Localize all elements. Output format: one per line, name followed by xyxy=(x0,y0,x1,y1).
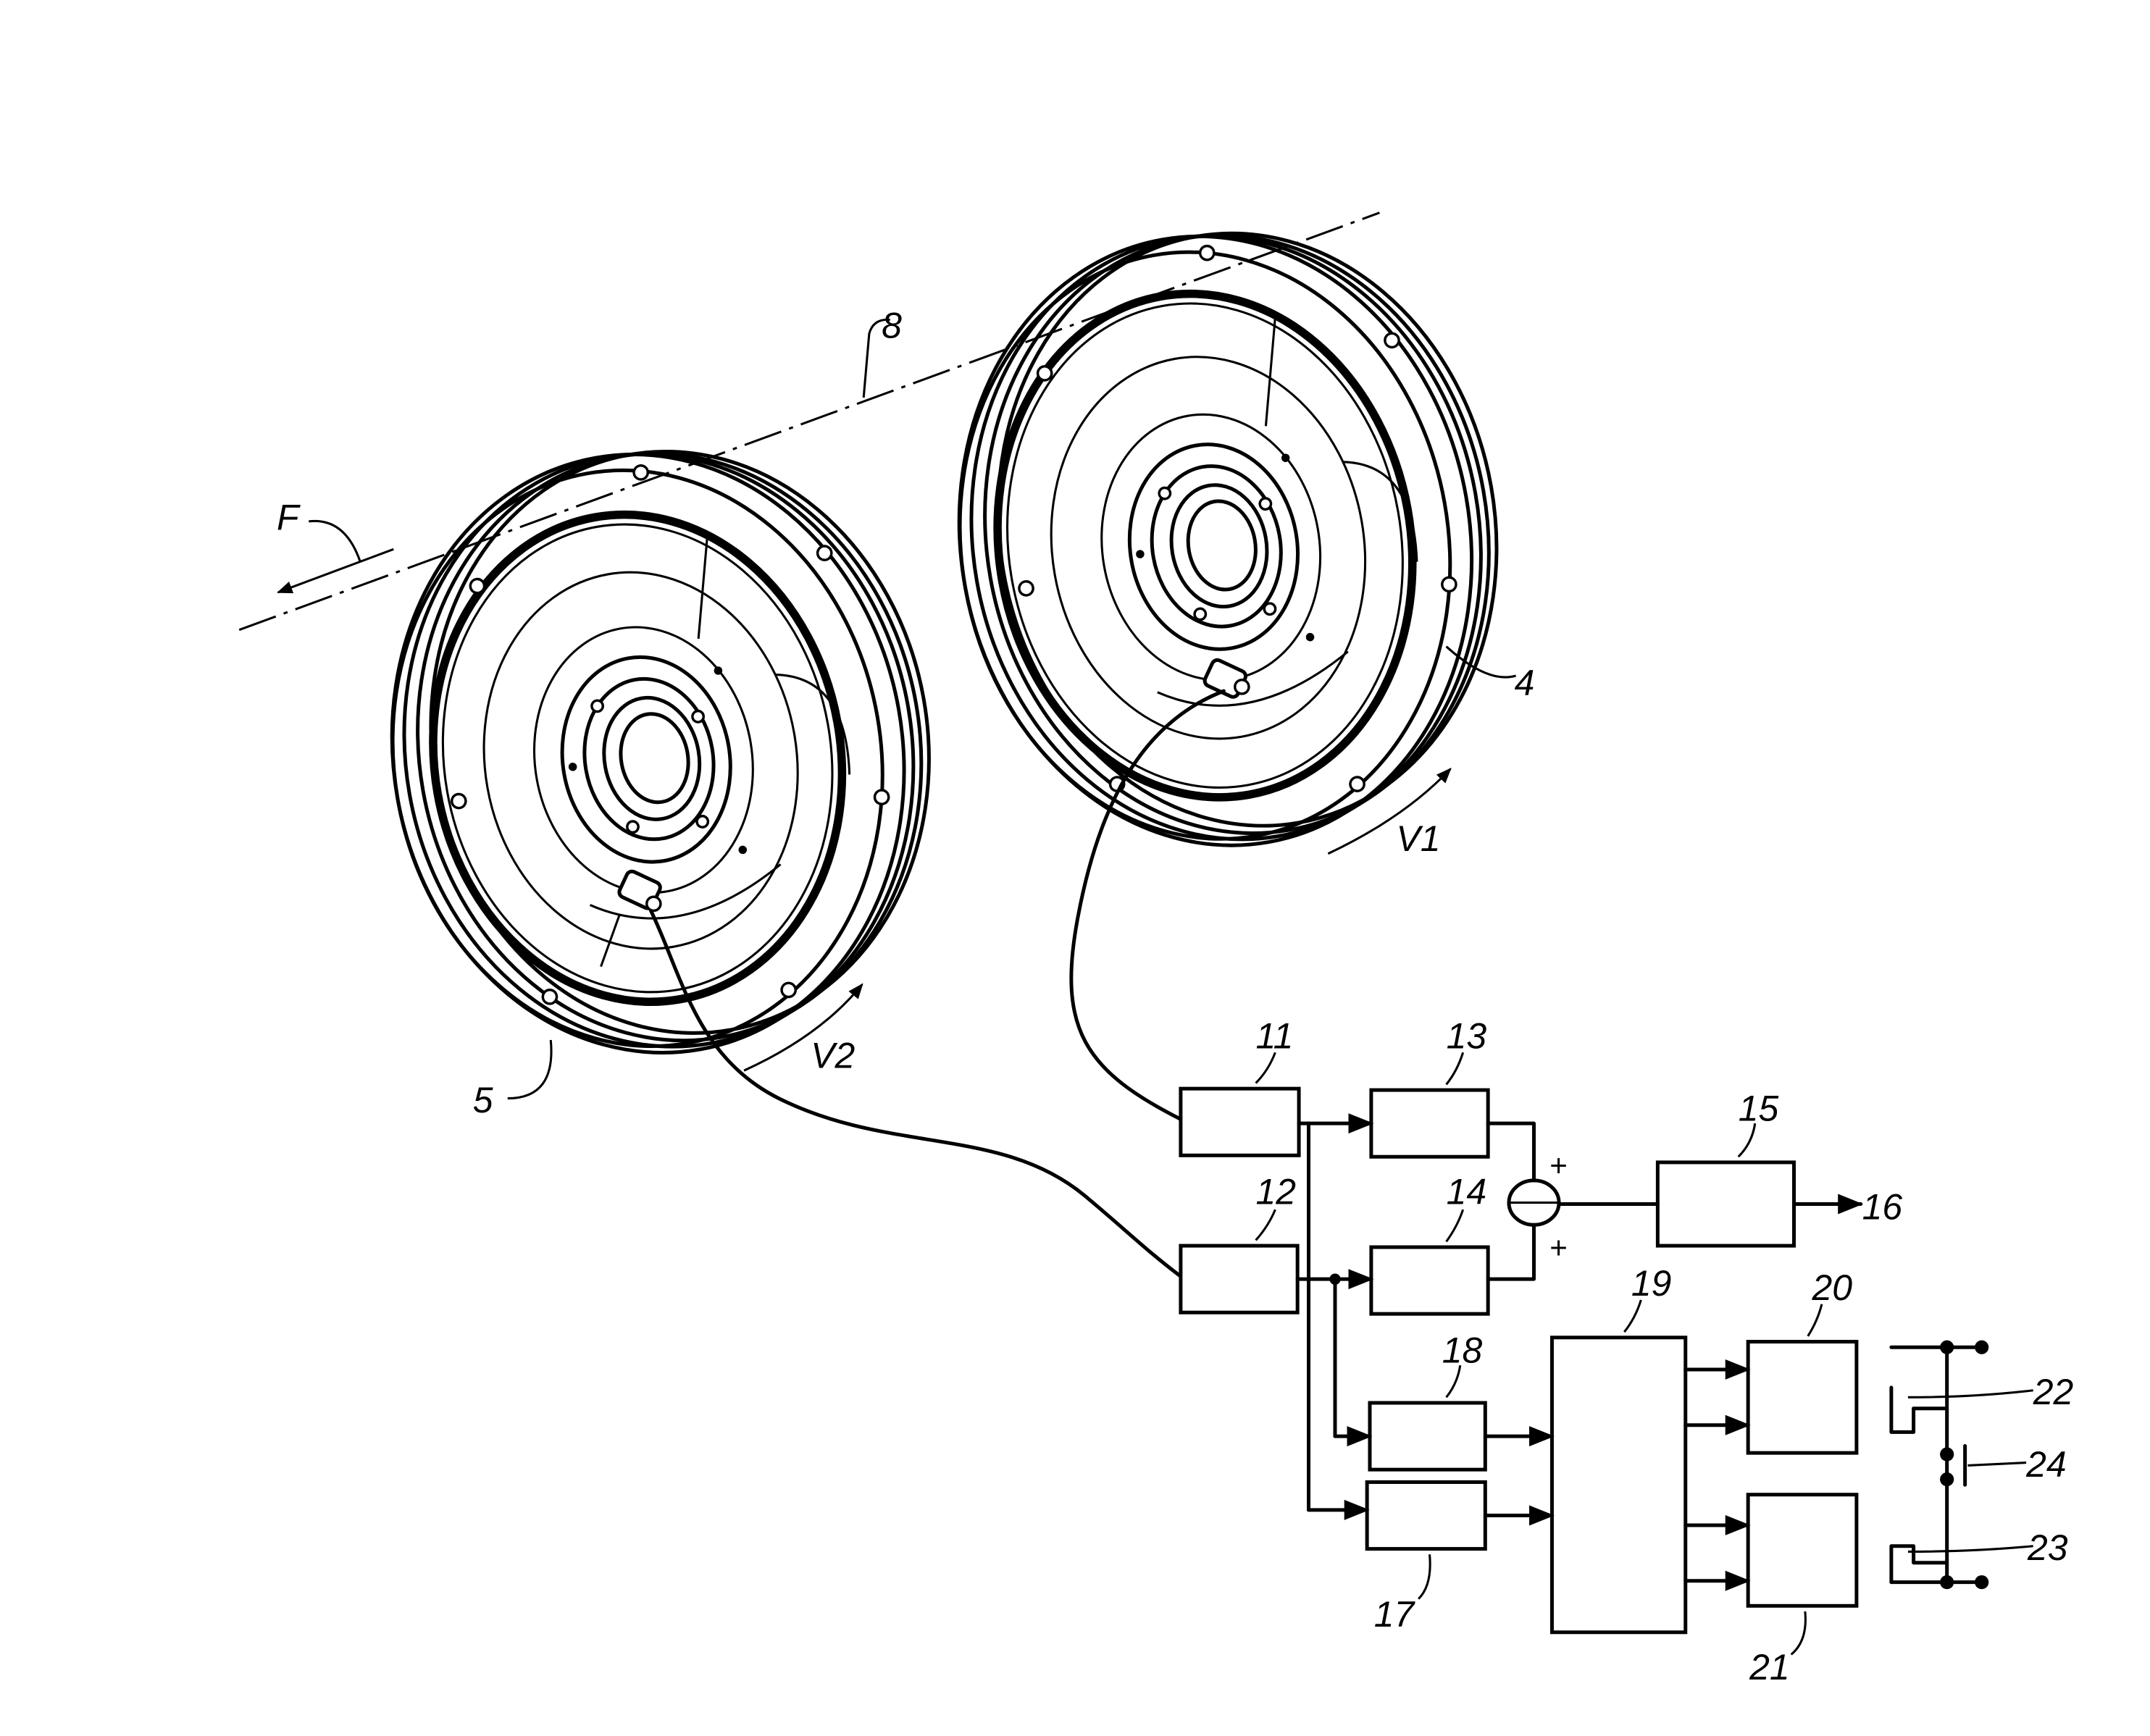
cable-right-to-11 xyxy=(1071,691,1224,1119)
direction-leader xyxy=(309,521,360,561)
label-block-13: 13 xyxy=(1447,1015,1487,1056)
block-11 xyxy=(1181,1089,1299,1155)
label-output-16: 16 xyxy=(1862,1187,1903,1228)
block-19 xyxy=(1552,1338,1685,1632)
label-speed-v2: V2 xyxy=(811,1035,855,1075)
sensor-right xyxy=(1203,658,1249,699)
block-14 xyxy=(1371,1247,1488,1314)
block-15 xyxy=(1657,1162,1794,1246)
label-block-15: 15 xyxy=(1739,1088,1779,1128)
leader-5 xyxy=(508,1040,551,1099)
label-switch-22: 22 xyxy=(2033,1372,2074,1412)
direction-arrow-f xyxy=(278,549,393,592)
label-block-12: 12 xyxy=(1256,1171,1297,1212)
block-17 xyxy=(1367,1482,1485,1548)
label-wheel-5: 5 xyxy=(473,1080,493,1120)
sensor-left xyxy=(617,870,661,911)
block-13 xyxy=(1371,1090,1488,1157)
label-point-24: 24 xyxy=(2025,1444,2067,1485)
cable-left-to-12 xyxy=(651,910,1180,1276)
label-block-18: 18 xyxy=(1442,1330,1483,1370)
wheel-left xyxy=(346,409,977,1094)
label-block-19: 19 xyxy=(1631,1263,1672,1304)
label-block-21: 21 xyxy=(1749,1647,1790,1687)
block-21 xyxy=(1748,1495,1857,1606)
switch-network xyxy=(1891,1341,2033,1590)
label-speed-v1: V1 xyxy=(1396,818,1440,859)
label-block-11: 11 xyxy=(1256,1015,1294,1056)
label-wheel-4: 4 xyxy=(1515,663,1535,703)
wheel-right xyxy=(912,191,1546,886)
label-axis-8: 8 xyxy=(882,305,902,345)
label-block-14: 14 xyxy=(1447,1171,1487,1212)
block-12 xyxy=(1181,1246,1297,1312)
label-block-17: 17 xyxy=(1374,1594,1416,1635)
plus-top: + xyxy=(1549,1149,1568,1183)
label-direction-f: F xyxy=(277,497,301,537)
label-switch-23: 23 xyxy=(2027,1527,2068,1568)
block-20 xyxy=(1748,1342,1857,1454)
block-18 xyxy=(1370,1403,1485,1469)
label-block-20: 20 xyxy=(1811,1267,1852,1308)
plus-bottom: + xyxy=(1549,1230,1568,1265)
